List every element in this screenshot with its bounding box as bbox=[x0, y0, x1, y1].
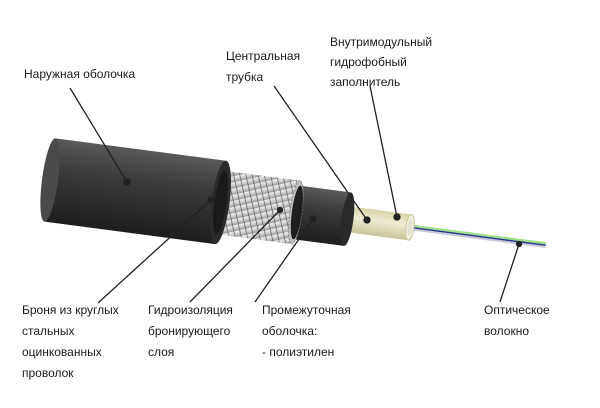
label-hydrophobic-filler: Внутримодульный гидрофобный заполнитель bbox=[330, 32, 432, 92]
label-waterproofing: Гидроизоляция бронирующего слоя bbox=[148, 300, 233, 363]
label-line: оцинкованных bbox=[22, 345, 102, 359]
label-line: Промежуточная bbox=[262, 303, 351, 317]
label-line: трубка bbox=[226, 70, 264, 84]
label-line: Внутримодульный bbox=[330, 35, 433, 49]
label-central-tube: Центральная трубка bbox=[226, 46, 300, 88]
label-line: стальных bbox=[22, 324, 75, 338]
label-outer-sheath: Наружная оболочка bbox=[24, 64, 135, 85]
label-line: бронирующего bbox=[148, 324, 231, 338]
central-tube bbox=[340, 205, 415, 241]
outer-sheath bbox=[40, 138, 232, 245]
label-line: Гидроизоляция bbox=[148, 303, 233, 317]
label-line: - полиэтилен bbox=[262, 345, 335, 359]
label-inner-sheath: Промежуточная оболочка: - полиэтилен bbox=[262, 300, 351, 363]
steel-wire-armor bbox=[214, 170, 304, 245]
leader-lines bbox=[69, 85, 523, 304]
label-line: слоя bbox=[148, 345, 175, 359]
label-line: Центральная bbox=[226, 49, 301, 63]
label-line: гидрофобный bbox=[330, 55, 407, 69]
label-line: волокно bbox=[484, 324, 530, 338]
label-line: проволок bbox=[22, 366, 74, 380]
label-line: заполнитель bbox=[330, 75, 401, 89]
optical-fiber bbox=[406, 224, 547, 249]
label-optical-fiber: Оптическое волокно bbox=[484, 300, 550, 342]
label-armor: Броня из круглых стальных оцинкованных п… bbox=[22, 300, 119, 384]
label-line: Оптическое bbox=[484, 303, 550, 317]
label-line: Броня из круглых bbox=[22, 303, 119, 317]
label-line: оболочка: bbox=[262, 324, 318, 338]
label-line: Наружная оболочка bbox=[24, 67, 136, 81]
